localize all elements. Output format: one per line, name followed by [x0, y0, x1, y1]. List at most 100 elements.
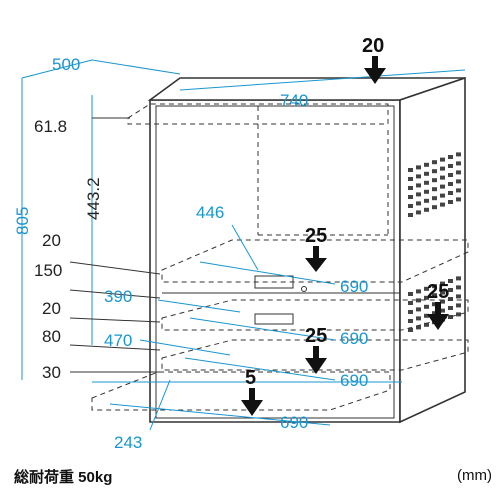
vent-slot [424, 198, 429, 203]
vent-slot [440, 193, 445, 198]
dim-shelf-lower-depth-label: 470 [104, 331, 132, 350]
load-upper-shelf-label: 25 [305, 225, 327, 247]
vent-slot [424, 162, 429, 167]
dim-top-offset-label: 61.8 [34, 117, 67, 136]
dim-gap-80-label: 80 [42, 327, 61, 346]
upper-shelf [161, 239, 469, 283]
slide-shelf [91, 371, 391, 411]
vent-slot [416, 192, 421, 197]
vent-slot [456, 179, 461, 184]
drawer-lower-handle [254, 313, 294, 325]
vent-slot [408, 204, 413, 208]
dim-shelf-upper-width-label: 690 [340, 277, 368, 296]
vent-slot [432, 160, 437, 165]
dim-inner-height-label: 443.2 [84, 177, 103, 220]
vent-slot [456, 170, 461, 175]
dim-depth-label: 500 [52, 55, 80, 74]
vent-slot [448, 164, 453, 168]
vent-slot [424, 180, 429, 185]
vent-slot [456, 303, 461, 308]
drawer-upper-handle [254, 275, 294, 289]
vent-slot [408, 328, 413, 332]
arrow-down-icon [305, 246, 327, 272]
load-arrows [241, 56, 449, 416]
vent-slot [432, 196, 437, 201]
load-top-label: 20 [362, 35, 384, 57]
dim-drawer-width-label: 690 [340, 329, 368, 348]
vent-slot [448, 279, 453, 283]
vent-slot [448, 306, 453, 310]
dimension-lines [21, 59, 466, 431]
vent-slot [440, 175, 445, 180]
vent-slot [416, 174, 421, 179]
vent-slot [456, 276, 461, 281]
vent-slot [416, 289, 421, 294]
vent-slot [448, 155, 453, 159]
vent-slot [432, 293, 437, 298]
vent-slot [416, 307, 421, 312]
total-load-caption: 総耐荷重 50kg [14, 469, 113, 486]
vent-slot [424, 171, 429, 176]
vent-slot [416, 298, 421, 303]
arrow-down-icon [241, 388, 263, 416]
vent-slot [440, 166, 445, 171]
vent-slot [440, 281, 445, 286]
dim-shelf-upper-depth-label: 446 [196, 203, 224, 222]
vent-slot [432, 311, 437, 316]
cabinet-body [147, 76, 466, 424]
dim-width-label: 740 [280, 91, 308, 110]
load-lower-shelf-label: 25 [305, 325, 327, 347]
vent-slot [416, 325, 421, 330]
arrow-down-icon [364, 56, 386, 84]
vent-slot [440, 184, 445, 189]
vent-slot [424, 295, 429, 300]
vent-slot [456, 197, 461, 202]
dim-shelf-lower-width-label: 690 [340, 371, 368, 390]
dim-gap-20-upper-label: 20 [42, 231, 61, 250]
vent-slot [448, 173, 453, 177]
vent-slot [440, 299, 445, 304]
vent-slot [456, 161, 461, 166]
vent-slot [432, 205, 437, 210]
lower-shelf [161, 339, 469, 371]
vent-slot [456, 152, 461, 157]
vent-slot [432, 187, 437, 192]
vent-slot [440, 308, 445, 313]
vent-slot [408, 319, 413, 323]
vent-slot [416, 201, 421, 206]
vent-slot [416, 183, 421, 188]
vent-slot [448, 297, 453, 301]
vent-slot [424, 286, 429, 291]
vent-slot [424, 304, 429, 309]
vent-slot [440, 202, 445, 207]
inner-hidden-lines [257, 106, 389, 236]
vent-slot [408, 213, 413, 217]
dim-slide-width-label: 690 [280, 413, 308, 432]
vent-slot [424, 189, 429, 194]
vent-slot [432, 169, 437, 174]
vent-slot [448, 315, 453, 319]
vent-slot [448, 288, 453, 292]
load-slide-shelf-label: 5 [245, 367, 256, 389]
vent-slot [408, 301, 413, 305]
arrow-down-icon [427, 302, 449, 330]
top-shelf [127, 103, 389, 125]
dim-slide-depth-label: 243 [114, 433, 142, 452]
vent-slot [408, 292, 413, 296]
vent-slot [408, 186, 413, 190]
cabinet-front-frame [155, 105, 395, 419]
dim-gap-150-label: 150 [34, 261, 62, 280]
unit-caption: (mm) [457, 467, 492, 484]
vent-slot [448, 182, 453, 186]
vent-slot [424, 207, 429, 212]
vent-slot [456, 285, 461, 290]
vent-slot [440, 157, 445, 162]
vent-slot [456, 188, 461, 193]
dim-drawer-depth-label: 390 [104, 287, 132, 306]
drawer-upper [254, 275, 307, 292]
load-drawer-label: 25 [427, 281, 449, 303]
drawer-upper-lock [301, 286, 307, 292]
leader-lines [69, 117, 161, 373]
vent-slot [424, 313, 429, 318]
